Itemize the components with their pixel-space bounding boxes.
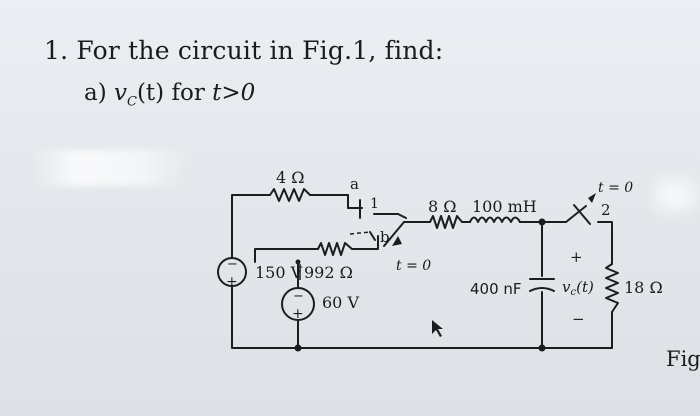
voltage-source-150v: − + <box>217 257 247 290</box>
source-minus-sign: − <box>227 257 238 272</box>
label-node-b: b <box>380 228 390 246</box>
voltage-source-60v: − + <box>281 287 315 322</box>
label-vc: vc(t) <box>562 278 594 298</box>
junction-dot <box>538 218 546 226</box>
problem-text: For the circuit in Fig.1, find: <box>76 36 444 65</box>
label-8-ohm: 8 Ω <box>428 197 457 216</box>
junction-dot <box>295 259 301 265</box>
label-400-nf: 400 nF <box>470 280 522 298</box>
photo-glare <box>30 150 190 186</box>
resistor-4-ohm <box>269 188 311 202</box>
problem-statement: 1. For the circuit in Fig.1, find: <box>44 36 443 65</box>
label-100-mh: 100 mH <box>472 197 537 216</box>
part-a-var: v <box>114 80 127 106</box>
switch-2 <box>565 193 596 225</box>
label-cap-minus: − <box>572 310 585 328</box>
resistor-18-ohm <box>605 263 619 313</box>
photo-glare <box>650 175 700 215</box>
switch-1 <box>347 199 407 247</box>
label-switch1-time: t = 0 <box>396 258 431 274</box>
cursor-icon <box>432 320 443 337</box>
inductor-100-mh <box>469 216 521 223</box>
label-switch-pos-2: 2 <box>601 201 611 219</box>
label-992-ohm: 992 Ω <box>304 263 353 282</box>
label-cap-plus: + <box>570 248 583 266</box>
label-150v: 150 V <box>255 263 303 282</box>
part-a-label: a) <box>84 80 107 106</box>
dc-source-minus-sign: − <box>293 289 304 304</box>
figure-caption: Fig <box>666 347 700 371</box>
label-switch-pos-1: 1 <box>370 196 379 212</box>
label-60v: 60 V <box>322 293 359 312</box>
circuit-wires <box>231 194 613 349</box>
part-a-rest: (t) for <box>136 80 205 106</box>
capacitor-400-nf <box>529 278 555 292</box>
problem-number: 1. <box>44 36 69 65</box>
source-plus-sign: + <box>226 274 238 290</box>
label-4-ohm: 4 Ω <box>276 168 305 187</box>
label-switch2-time: t = 0 <box>598 180 633 196</box>
part-a-sub: C <box>127 94 137 110</box>
label-node-a: a <box>350 175 359 193</box>
resistor-8-ohm <box>429 215 463 229</box>
part-a-condition: t>0 <box>212 80 256 106</box>
junction-dot <box>538 344 546 352</box>
part-a: a) vC(t) for t>0 <box>84 80 255 110</box>
resistor-992-ohm <box>317 242 353 256</box>
label-18-ohm: 18 Ω <box>624 278 663 297</box>
junction-dot <box>294 344 302 352</box>
dc-source-plus-sign: + <box>292 306 304 322</box>
